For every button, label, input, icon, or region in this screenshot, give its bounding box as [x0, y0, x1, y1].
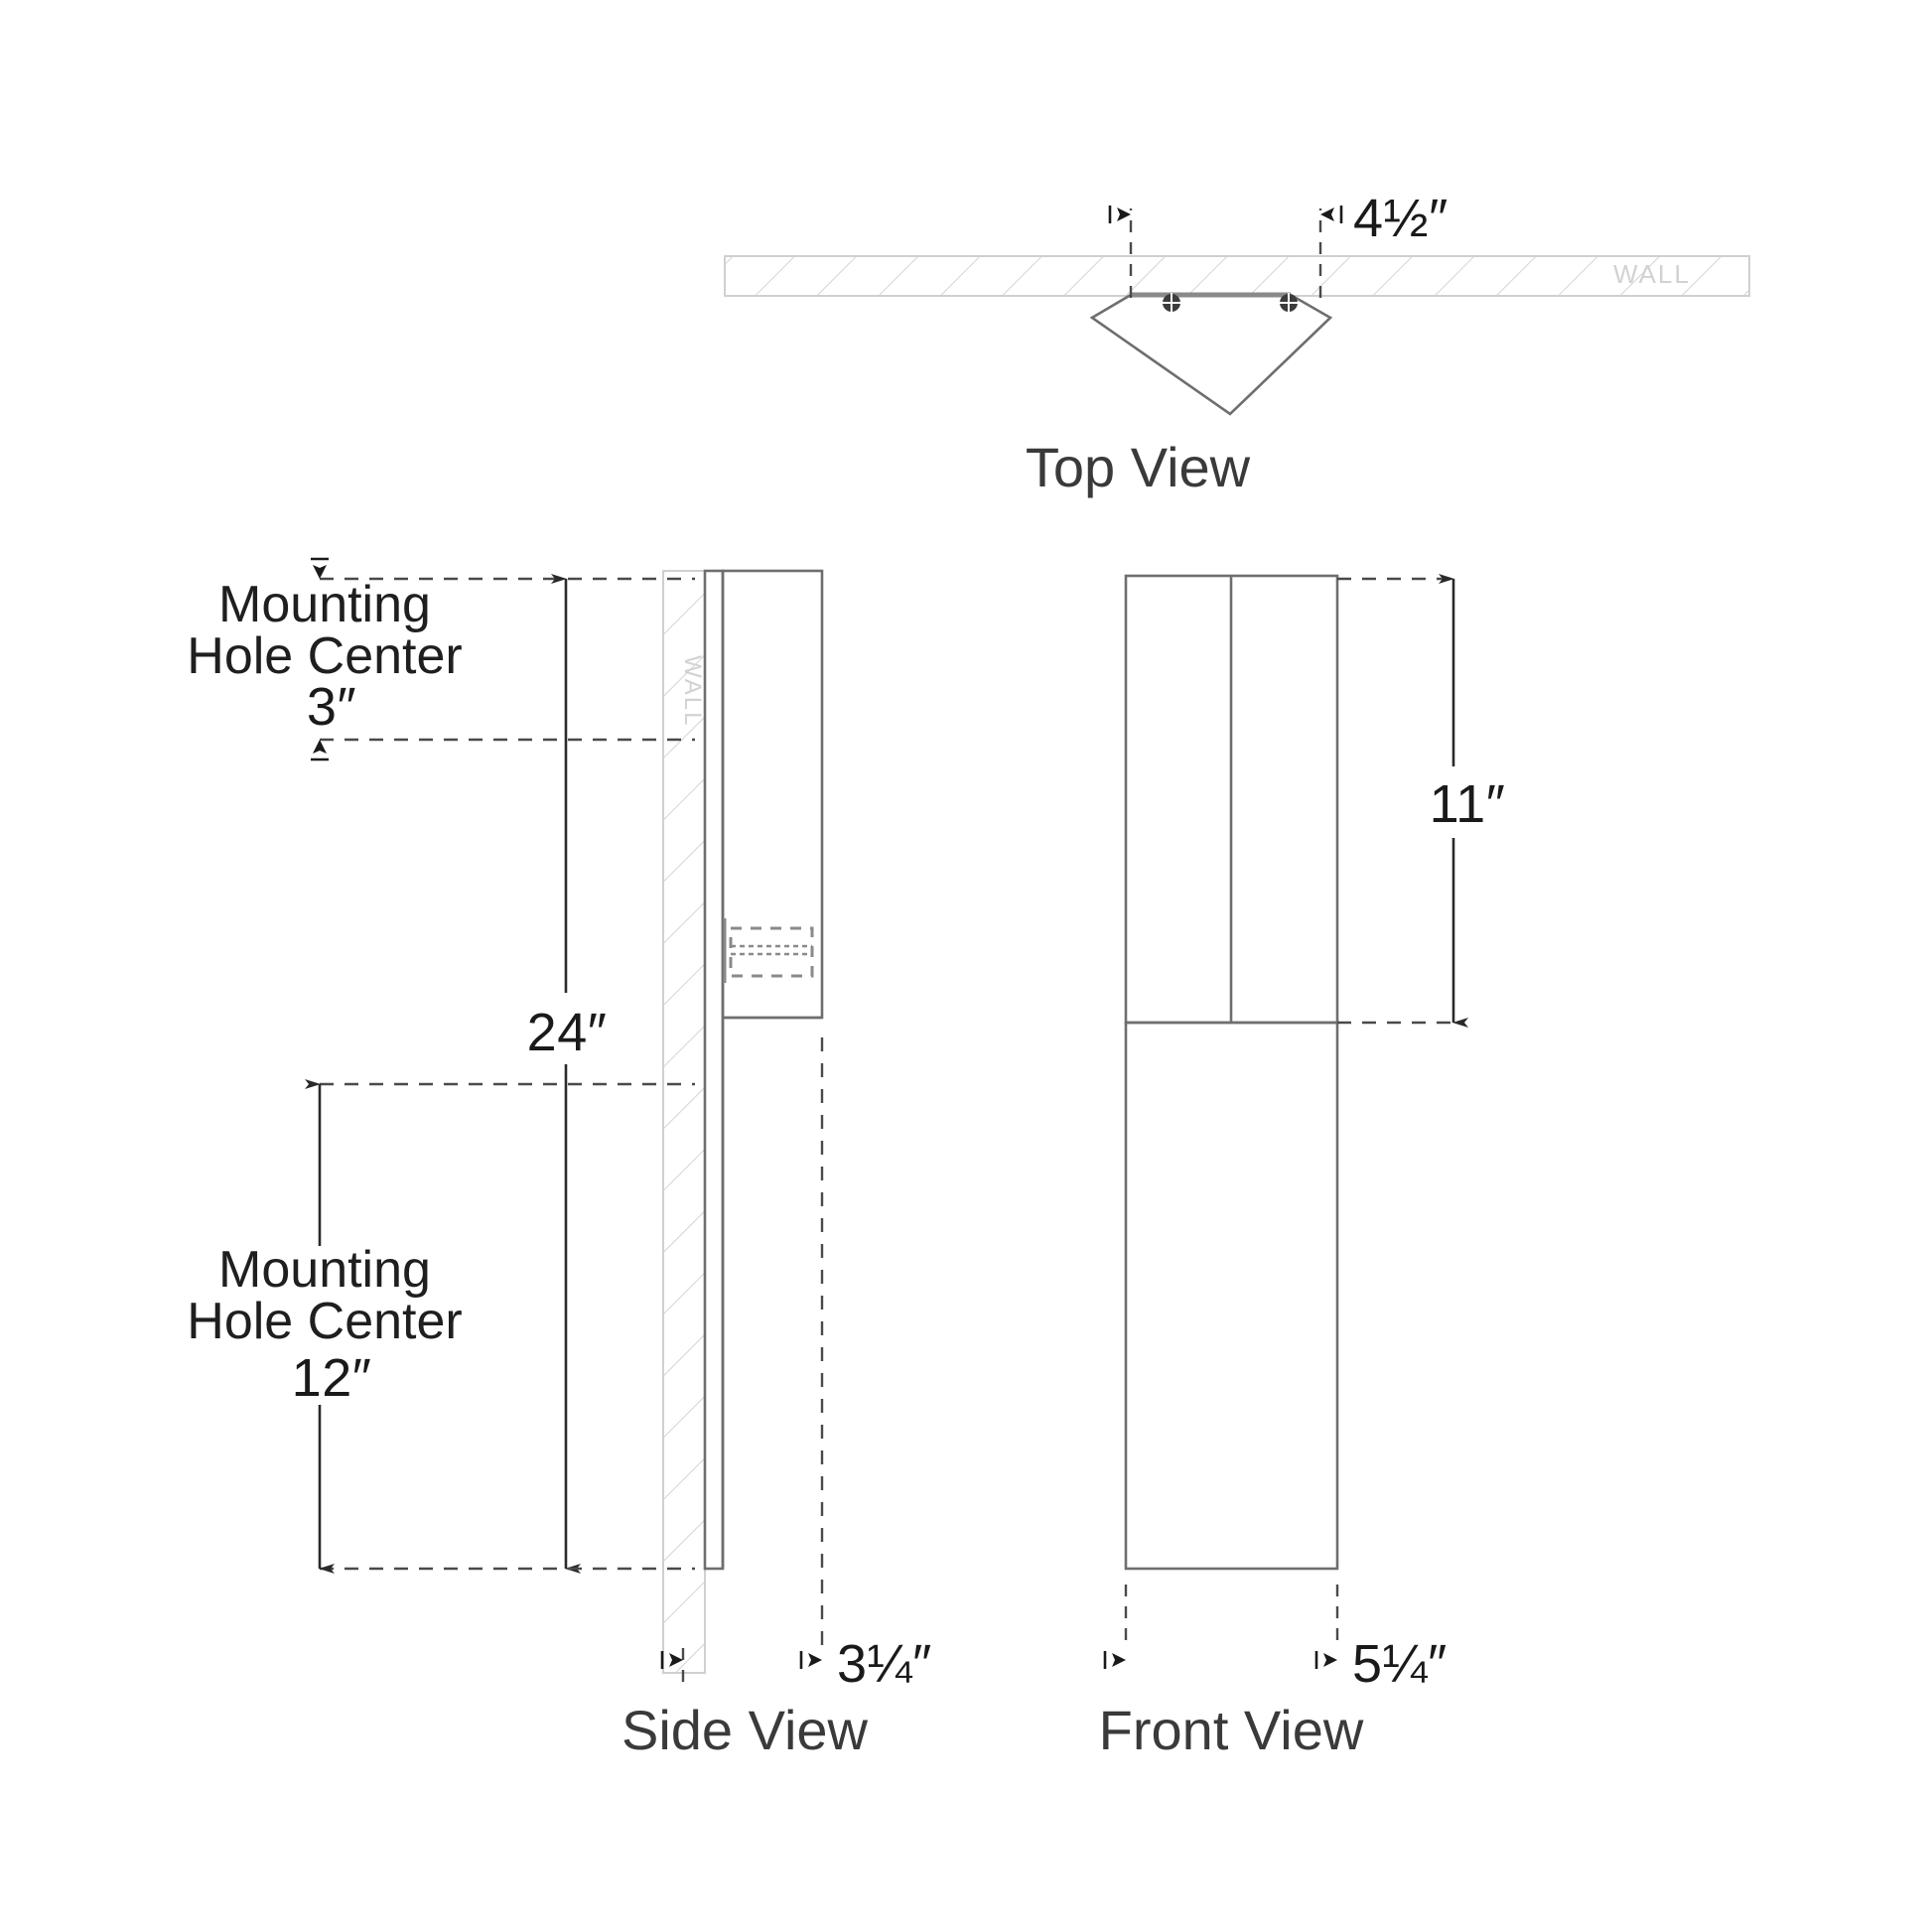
dim-text-mask-12 — [174, 1246, 501, 1405]
hidden-mounting-bracket-side — [723, 918, 814, 983]
wall-hatch-rect-side — [662, 570, 706, 1674]
dim-arrow-mount-top-upper — [311, 557, 329, 579]
dimension-side-depth: 3¼″ — [837, 1634, 932, 1694]
shade-profile-top — [1089, 293, 1333, 416]
side-view-group: WALL Mounting Hole Center 3″ — [174, 557, 932, 1761]
side-view-label: Side View — [621, 1699, 869, 1761]
dim-arrow-front-width-right — [1314, 1651, 1337, 1669]
dimension-front-upper-height: 11″ — [1430, 774, 1506, 834]
dim-arrow-depth-right — [799, 1651, 822, 1669]
dim-arrow-mount-top-lower — [311, 740, 329, 761]
dim-arrow-right-top — [1320, 206, 1343, 223]
top-view-group: WALL 4½″ Top View — [724, 189, 1750, 498]
dim-text-mask-24 — [508, 993, 625, 1064]
mount-bottom-value: 12″ — [292, 1348, 372, 1408]
mounting-screw-right-top — [1279, 293, 1299, 313]
wall-text-label-side: WALL — [679, 655, 706, 727]
dim-text-mask-11 — [1402, 766, 1531, 838]
wall-hatch-rect-top — [724, 255, 1750, 297]
dimension-front-width: 5¼″ — [1352, 1634, 1448, 1694]
mount-top-label-line1: Mounting — [218, 576, 431, 633]
mounting-screw-left-top — [1162, 293, 1181, 313]
dimension-top-width: 4½″ — [1353, 189, 1449, 248]
dim-arrow-left-top — [1108, 206, 1131, 223]
mount-bottom-label-line2: Hole Center — [187, 1293, 462, 1350]
front-view-group: 11″ 5¼″ Front View — [1099, 574, 1531, 1761]
mount-top-label-line2: Hole Center — [187, 627, 462, 685]
top-view-wall-section — [724, 255, 1750, 297]
top-view-label: Top View — [1026, 436, 1251, 498]
mount-bottom-label-line1: Mounting — [218, 1241, 431, 1299]
dimension-overall-height: 24″ — [527, 1003, 608, 1062]
dim-arrow-front-width-left — [1103, 1651, 1126, 1669]
wall-text-label-top: WALL — [1613, 259, 1691, 289]
mount-top-value: 3″ — [307, 677, 356, 737]
dim-arrow-depth-left — [660, 1651, 683, 1669]
front-view-label: Front View — [1099, 1699, 1364, 1761]
